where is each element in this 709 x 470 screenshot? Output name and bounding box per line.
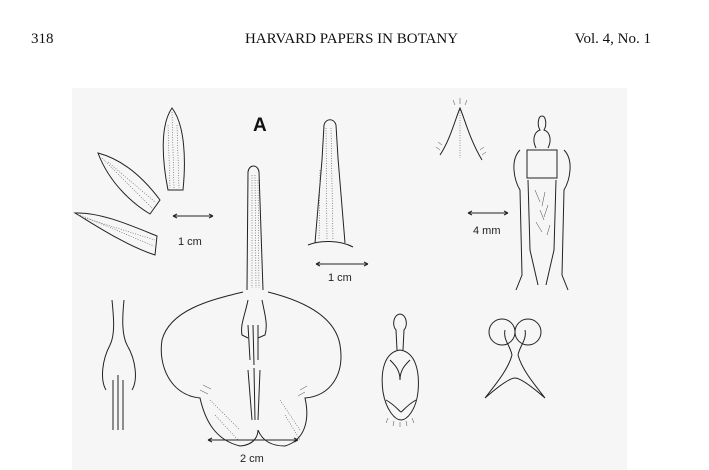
page-number: 318	[31, 31, 54, 47]
svg-text:1 cm: 1 cm	[178, 236, 202, 248]
svg-text:2 cm: 2 cm	[240, 453, 264, 465]
dorsal-sepal	[162, 107, 185, 191]
pollinarium	[484, 318, 546, 399]
anther-cap	[381, 313, 419, 427]
svg-text:4 mm: 4 mm	[473, 225, 501, 237]
labellum-apex-detail	[435, 98, 487, 161]
figure-background	[72, 88, 627, 470]
svg-text:1 cm: 1 cm	[328, 272, 352, 284]
running-title: HARVARD PAPERS IN BOTANY	[244, 31, 459, 47]
volume-issue: Vol. 4, No. 1	[574, 31, 651, 47]
lateral-sepal	[73, 212, 158, 256]
panel-label: A	[253, 115, 267, 136]
spur-tube	[307, 119, 354, 248]
column-dorsal-view	[513, 115, 571, 291]
scale-bar-column: 4 mm	[467, 210, 509, 237]
scale-bar-tube: 1 cm	[315, 261, 369, 284]
scale-bar-flower: 2 cm	[207, 437, 299, 465]
labellum-with-spur	[160, 165, 342, 447]
column-lateral-view	[102, 299, 136, 430]
lateral-petal	[97, 152, 161, 215]
scale-bar-sepals: 1 cm	[172, 213, 214, 248]
